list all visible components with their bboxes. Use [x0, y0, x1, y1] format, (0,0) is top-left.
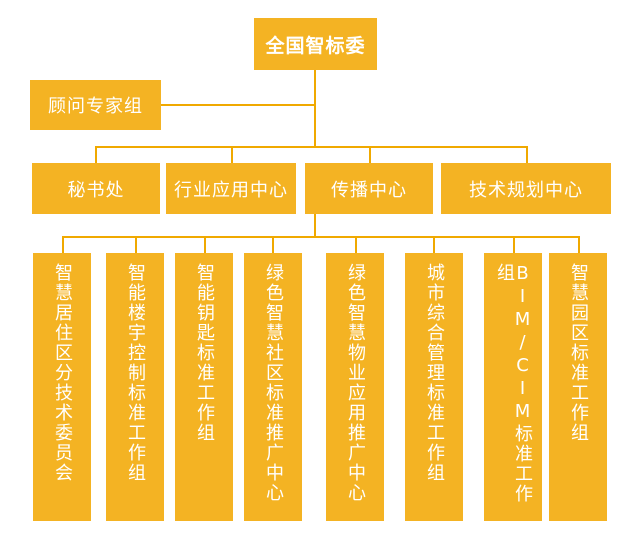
connector-level2-drop [526, 146, 528, 163]
level2-node: 传播中心 [305, 163, 433, 214]
level2-node: 技术规划中心 [441, 163, 611, 214]
level3-label: 智能钥匙标准工作组 [194, 263, 215, 443]
connector-level3-drop [513, 236, 515, 253]
connector-level3-drop [433, 236, 435, 253]
level3-node: 绿色智慧社区标准推广中心 [244, 253, 302, 521]
level3-node: 绿色智慧物业应用推广中心 [326, 253, 384, 521]
org-root-label: 全国智标委 [265, 34, 366, 57]
connector-level3-drop [578, 236, 580, 253]
connector-level3-drop [135, 236, 137, 253]
level3-label: 城市综合管理标准工作组 [424, 263, 445, 483]
level3-label: 绿色智慧物业应用推广中心 [345, 263, 366, 503]
level3-label: 智能楼宇控制标准工作组 [125, 263, 146, 483]
level2-node: 秘书处 [32, 163, 160, 214]
connector-level2-drop [369, 146, 371, 163]
connector-level3-drop [62, 236, 64, 253]
connector-level2-drop [95, 146, 97, 163]
level2-label: 技术规划中心 [469, 179, 583, 201]
level3-label: 绿色智慧社区标准推广中心 [263, 263, 284, 503]
level2-label: 传播中心 [331, 179, 407, 201]
connector-level2-drop [231, 146, 233, 163]
level3-node: 智能钥匙标准工作组 [175, 253, 233, 521]
advisory-label: 顾问专家组 [48, 96, 143, 117]
connector-advisory [161, 104, 316, 106]
level3-node: 智能楼宇控制标准工作组 [106, 253, 164, 521]
level3-label: 智慧居住区分技术委员会 [52, 263, 73, 483]
level3-node: 智慧园区标准工作组 [549, 253, 607, 521]
connector-level3-drop [204, 236, 206, 253]
level3-label: BIM/CIM标准工作组 [494, 263, 533, 504]
connector-level2-to-level3 [314, 214, 316, 237]
level2-label: 秘书处 [67, 179, 125, 201]
level2-node: 行业应用中心 [166, 163, 296, 214]
connector-level3-bar [62, 236, 579, 238]
connector-level3-drop [272, 236, 274, 253]
connector-level2-bar [95, 146, 526, 148]
level2-label: 行业应用中心 [174, 179, 288, 201]
level3-label: 智慧园区标准工作组 [568, 263, 589, 443]
level3-node: BIM/CIM标准工作组 [484, 253, 542, 521]
level3-node: 智慧居住区分技术委员会 [33, 253, 91, 521]
connector-root-trunk [314, 70, 316, 147]
advisory-node: 顾问专家组 [30, 80, 161, 130]
org-root-node: 全国智标委 [254, 18, 377, 70]
level3-node: 城市综合管理标准工作组 [405, 253, 463, 521]
connector-level3-drop [355, 236, 357, 253]
